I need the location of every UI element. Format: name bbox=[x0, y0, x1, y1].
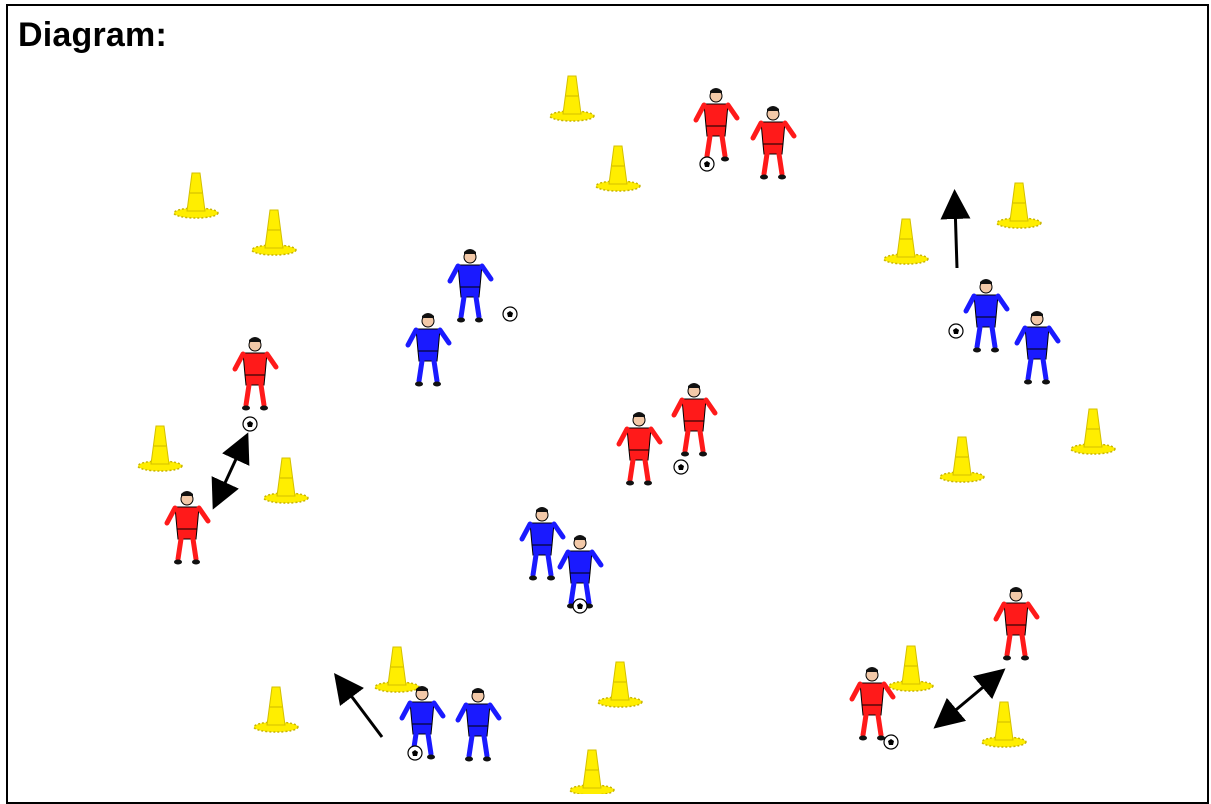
ball bbox=[700, 157, 714, 171]
player-red bbox=[852, 667, 893, 741]
player-red bbox=[996, 587, 1037, 661]
cone bbox=[264, 458, 308, 503]
ball bbox=[884, 735, 898, 749]
cone bbox=[982, 702, 1026, 747]
arrow-double bbox=[219, 446, 242, 496]
movement-arrows bbox=[219, 204, 994, 737]
cone bbox=[598, 662, 642, 707]
arrow-diagonal bbox=[343, 685, 382, 737]
cone bbox=[997, 183, 1041, 228]
ball bbox=[503, 307, 517, 321]
player-red bbox=[674, 383, 715, 457]
cone bbox=[252, 210, 296, 255]
arrow-double bbox=[945, 678, 994, 719]
player-blue bbox=[966, 279, 1007, 353]
cone bbox=[596, 146, 640, 191]
ball bbox=[243, 417, 257, 431]
cone bbox=[550, 76, 594, 121]
player-blue bbox=[408, 313, 449, 387]
cone bbox=[375, 647, 419, 692]
balls bbox=[243, 157, 963, 760]
player-red bbox=[753, 106, 794, 180]
player-red bbox=[696, 88, 737, 162]
player-blue bbox=[450, 249, 491, 323]
cone bbox=[570, 750, 614, 794]
player-blue bbox=[402, 686, 443, 760]
ball bbox=[674, 460, 688, 474]
cone bbox=[254, 687, 298, 732]
player-blue bbox=[1017, 311, 1058, 385]
player-blue bbox=[458, 688, 499, 762]
cone bbox=[174, 173, 218, 218]
player-red bbox=[619, 412, 660, 486]
cone bbox=[940, 437, 984, 482]
cone bbox=[138, 426, 182, 471]
cone bbox=[884, 219, 928, 264]
cone bbox=[889, 646, 933, 691]
player-red bbox=[235, 337, 276, 411]
ball bbox=[949, 324, 963, 338]
player-blue bbox=[522, 507, 563, 581]
player-blue bbox=[560, 535, 601, 609]
ball bbox=[573, 599, 587, 613]
cone bbox=[1071, 409, 1115, 454]
arrow-up bbox=[955, 204, 957, 268]
player-red bbox=[167, 491, 208, 565]
ball bbox=[408, 746, 422, 760]
